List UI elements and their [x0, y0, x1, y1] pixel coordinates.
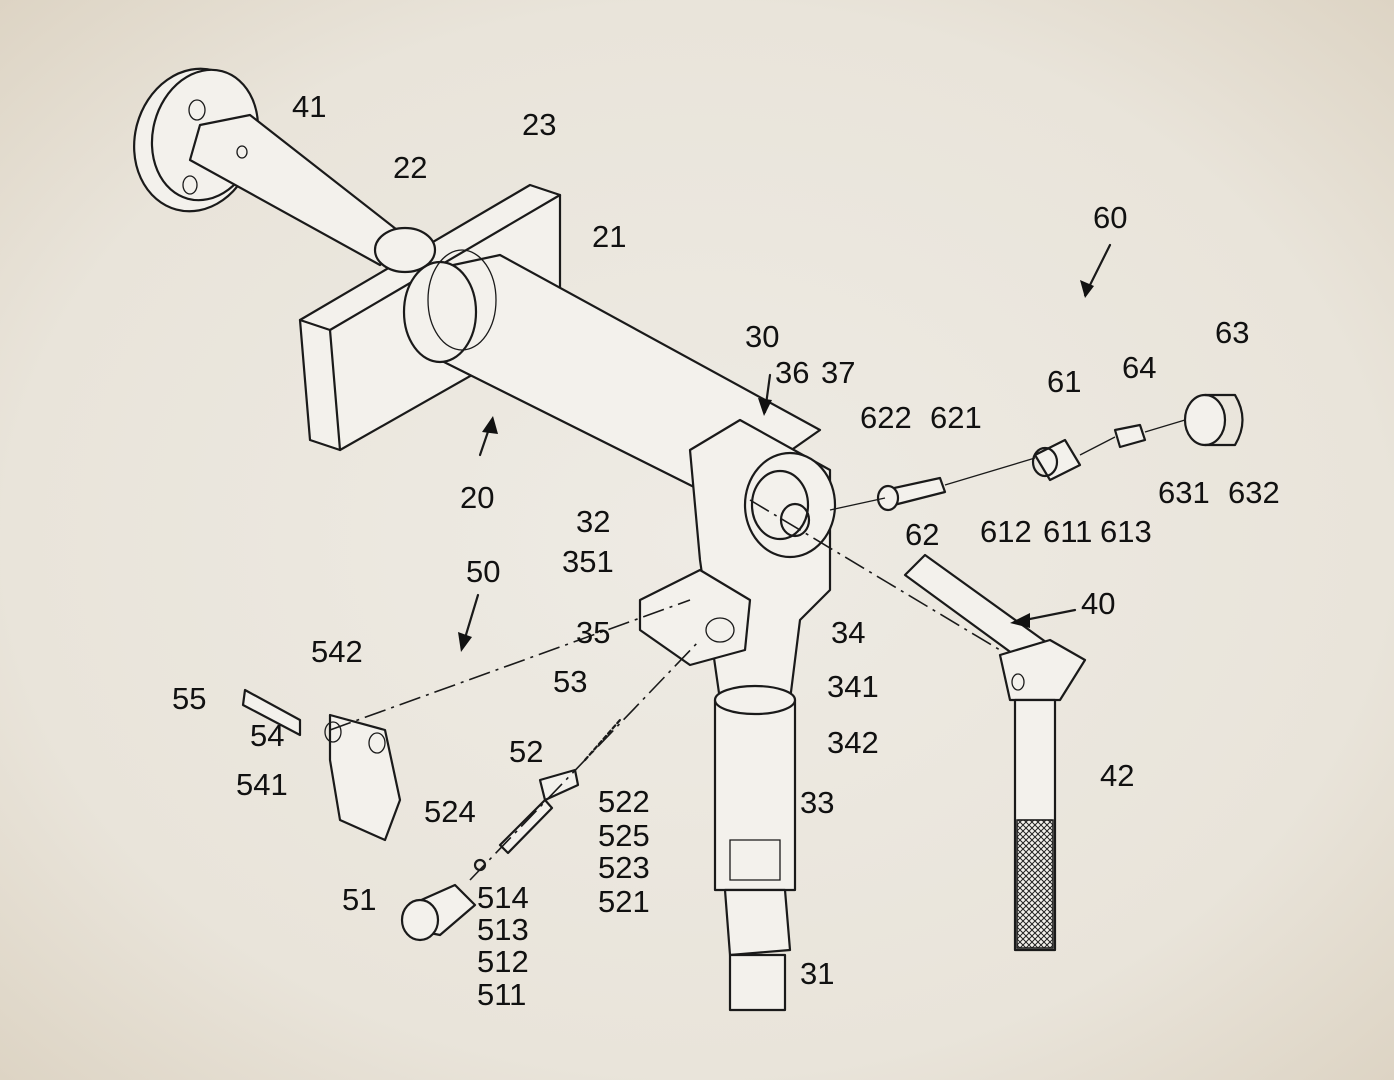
- reference-numeral-51: 51: [342, 882, 376, 917]
- reference-numeral-40: 40: [1081, 586, 1115, 621]
- reference-numeral-52: 52: [509, 734, 543, 769]
- reference-numeral-30: 30: [745, 319, 779, 354]
- reference-numeral-36: 36: [775, 355, 809, 390]
- reference-numeral-524: 524: [424, 794, 476, 829]
- reference-numeral-631: 631: [1158, 475, 1210, 510]
- reference-numeral-511: 511: [477, 977, 526, 1012]
- reference-numeral-541: 541: [236, 767, 288, 802]
- reference-numeral-62: 62: [905, 517, 939, 552]
- reference-numeral-523: 523: [598, 850, 650, 885]
- center-line: [330, 600, 690, 730]
- valve-body-30: [640, 420, 835, 1010]
- reference-numeral-513: 513: [477, 912, 529, 947]
- reference-numeral-61: 61: [1047, 364, 1081, 399]
- reference-numeral-63: 63: [1215, 315, 1249, 350]
- reference-numeral-621: 621: [930, 400, 982, 435]
- reference-numeral-54: 54: [250, 718, 284, 753]
- reference-numeral-622: 622: [860, 400, 912, 435]
- reference-numeral-522: 522: [598, 784, 650, 819]
- reference-numeral-23: 23: [522, 107, 556, 142]
- reference-numeral-42: 42: [1100, 758, 1134, 793]
- reference-numeral-632: 632: [1228, 475, 1280, 510]
- reference-numeral-34: 34: [831, 615, 865, 650]
- reference-numeral-22: 22: [393, 150, 427, 185]
- reference-numeral-342: 342: [827, 725, 879, 760]
- reference-numeral-521: 521: [598, 884, 650, 919]
- reference-numeral-612: 612: [980, 514, 1032, 549]
- reference-numeral-514: 514: [477, 880, 529, 915]
- reference-numeral-341: 341: [827, 669, 879, 704]
- reference-numeral-55: 55: [172, 681, 206, 716]
- reference-numeral-53: 53: [553, 664, 587, 699]
- reference-numeral-60: 60: [1093, 200, 1127, 235]
- reference-numeral-64: 64: [1122, 350, 1156, 385]
- reference-numeral-32: 32: [576, 504, 610, 539]
- reference-numeral-33: 33: [800, 785, 834, 820]
- reference-numeral-31: 31: [800, 956, 834, 991]
- reference-numeral-512: 512: [477, 944, 529, 979]
- reference-numeral-21: 21: [592, 219, 626, 254]
- reference-numeral-542: 542: [311, 634, 363, 669]
- reference-numeral-525: 525: [598, 818, 650, 853]
- reference-numeral-20: 20: [460, 480, 494, 515]
- reference-numeral-50: 50: [466, 554, 500, 589]
- reference-numeral-613: 613: [1100, 514, 1152, 549]
- reference-numeral-351: 351: [562, 544, 614, 579]
- reference-numeral-611: 611: [1043, 514, 1092, 549]
- reference-numeral-35: 35: [576, 615, 610, 650]
- reference-numeral-41: 41: [292, 89, 326, 124]
- reference-numeral-37: 37: [821, 355, 855, 390]
